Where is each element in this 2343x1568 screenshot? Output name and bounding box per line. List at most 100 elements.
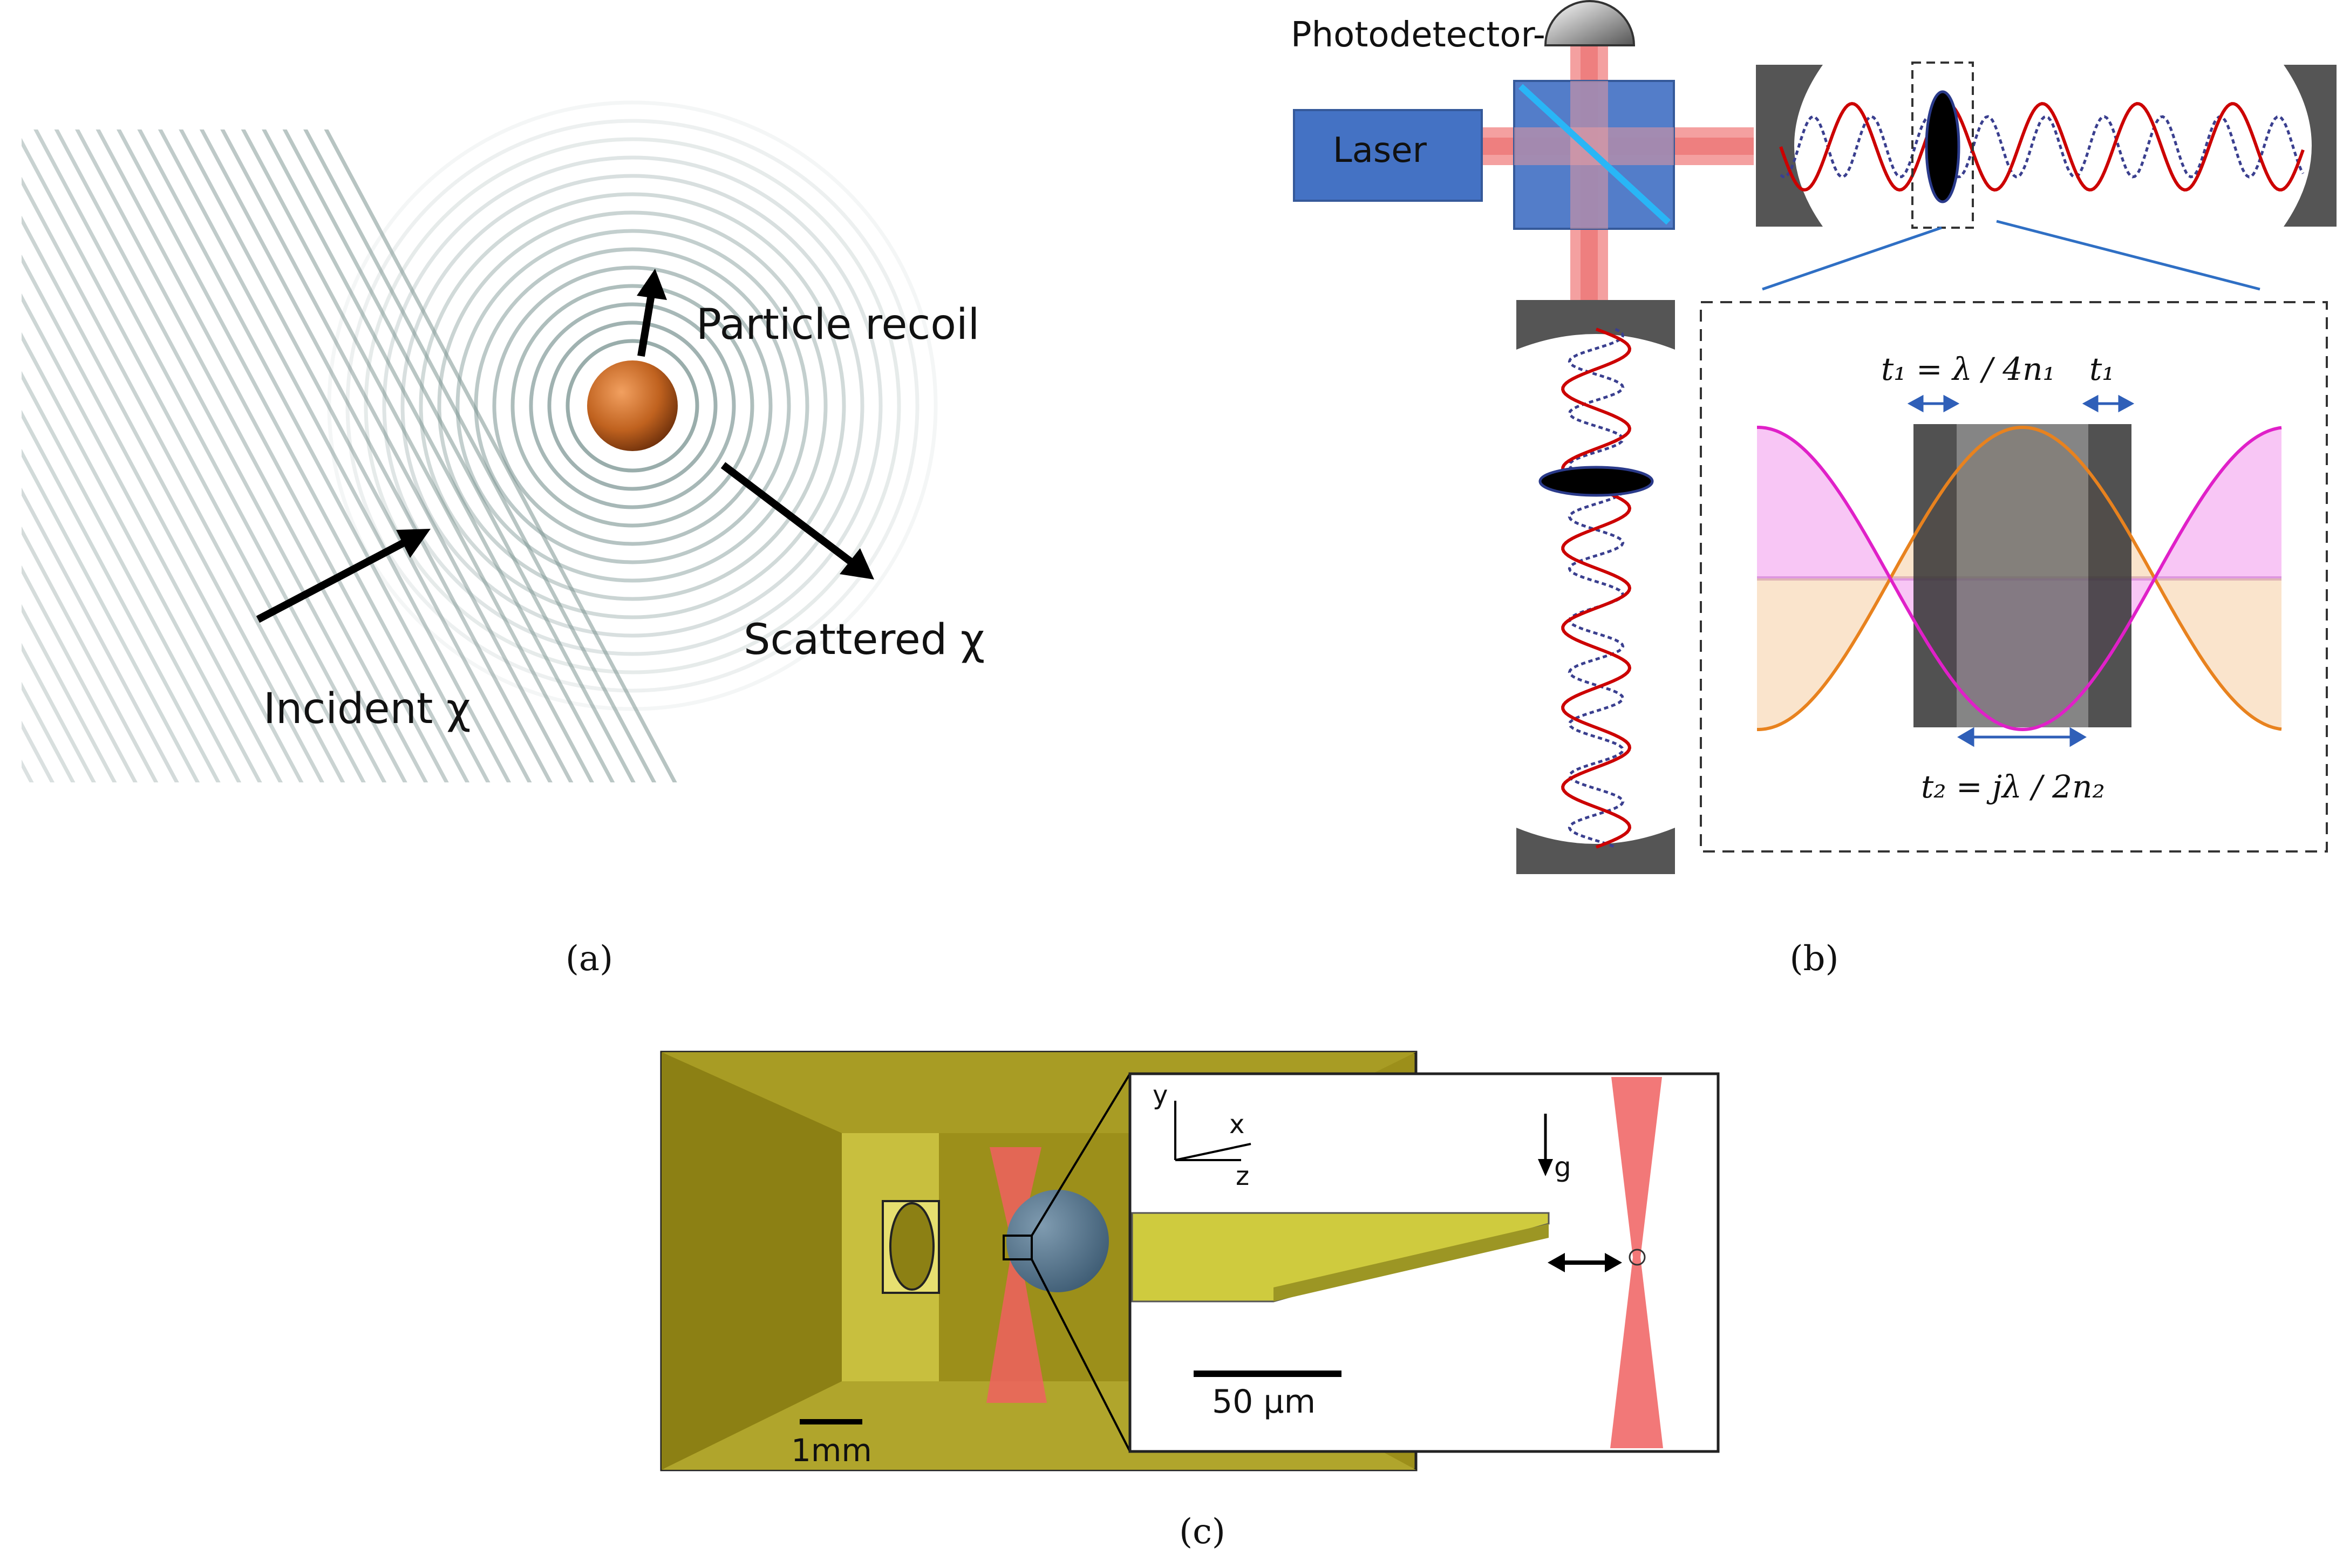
incident-wavefront [137,129,491,782]
incident-wavefront [22,176,345,782]
incident-wavefront [282,129,636,782]
label-incident: Incident χ [263,685,471,733]
incident-wavefront [262,129,615,782]
incident-wavefront [22,215,324,782]
label-laser: Laser [1333,131,1427,171]
incident-wavefront [22,604,117,782]
incident-wavefront [75,129,428,782]
incident-wavefronts [0,83,677,1421]
incident-wavefront [22,526,159,782]
incident-wavefront [199,129,553,782]
scattered-ring [419,192,846,619]
scattered-arrow [720,462,874,580]
caption-a: (a) [566,939,613,979]
scale-label-inset: 50 µm [1212,1383,1316,1421]
gravity-arrow [1538,1114,1553,1176]
scale-label-main: 1mm [791,1432,872,1469]
incident-wavefront [22,410,221,782]
inset-beam [1610,1077,1663,1448]
incident-wavefront [22,371,242,782]
incident-wavefront [22,643,96,782]
cavity-wave-solid [1561,328,1632,849]
thickness-arrows [1907,394,2135,747]
incident-wavefront [241,129,594,782]
scattered-ring [327,100,938,711]
recoil-arrow [637,269,667,357]
incident-arrow [256,529,431,623]
separation-arrow [1548,1253,1622,1272]
incident-wavefront [54,129,407,782]
scattered-ring [364,137,901,674]
inset-fields [1757,424,2282,732]
incident-wavefront [22,138,366,782]
incident-wavefront [22,448,200,782]
incident-wavefront [179,129,532,782]
inset-box [1700,301,2328,853]
axis-x-label: x [1229,1109,1244,1140]
cavity-wave-dotted [1780,115,2305,179]
membrane-horizontal [1925,90,1960,203]
scattered-ring [345,119,920,693]
scattered-ring [529,302,736,509]
cavity-wave-solid [1779,101,2305,192]
particle [587,360,678,451]
incident-wavefront [22,565,138,782]
equation-t1-right: t₁ [2089,351,2115,387]
incident-wavefront [22,487,179,782]
scattered-ring [437,210,828,601]
scattered-ring [400,174,864,638]
incident-wavefront [158,129,512,782]
mirror-right [2284,65,2337,227]
equation-t1: t₁ = λ / 4n₁ [1881,351,2055,387]
incident-wavefront [0,83,348,1413]
axis-y-label: y [1153,1080,1168,1110]
scattered-ring [474,247,791,564]
panel-c: 1mm y x z g 50 µm (c) [660,1051,1720,1552]
zoom-box [1911,62,1974,229]
caption-c: (c) [1179,1512,1225,1552]
mirror-left [1756,65,1823,227]
scattered-ring [566,339,699,473]
mirror-bottom [1516,828,1675,874]
incident-wavefront [22,681,76,782]
photodetector [1544,0,1636,46]
axes-triad [1174,1101,1251,1161]
scattered-ring [510,284,754,528]
coating-left [1913,424,1957,727]
scale-bar-inset [1194,1371,1341,1377]
label-g: g [1554,1151,1571,1183]
incident-wavefront [22,720,55,782]
scattered-ring [382,155,883,656]
incident-wavefront [0,92,331,1421]
panel-b: Laser Photodetector- [1291,0,2337,979]
scattered-wavefronts [327,100,938,711]
scattered-ring [492,265,773,546]
cavity-field-horizontal [1779,101,2305,192]
incident-wavefront [33,129,387,782]
incident-wavefront [220,129,574,782]
cavity-field-vertical [1561,328,1632,849]
membrane-vertical [1538,466,1654,497]
label-photodetector: Photodetector- [1291,15,1545,55]
incident-wavefront [22,254,304,782]
trap-beam-main [986,1147,1047,1403]
incident-wavefront [96,129,449,782]
panel-a: Particle recoil Scattered χ Incident χ (… [0,83,985,1421]
cavity-wave-dotted [1568,328,1625,849]
incident-wavefront [116,129,470,782]
incident-wavefront [22,759,34,782]
caption-b: (b) [1790,939,1839,979]
scattered-ring [547,321,718,491]
axis-z-label: z [1236,1161,1249,1191]
incident-wavefront [22,332,262,782]
coating-right [2088,424,2131,727]
label-scattered: Scattered χ [744,616,985,664]
incident-wavefront [22,293,283,782]
coating-center [1957,424,2088,727]
laser-box [1293,109,1483,202]
scattered-ring [455,229,809,583]
equation-t2: t₂ = jλ / 2n₂ [1921,768,2105,805]
label-particle-recoil: Particle recoil [696,301,979,349]
scale-bar-main [800,1419,862,1424]
mirror-top [1516,300,1675,350]
